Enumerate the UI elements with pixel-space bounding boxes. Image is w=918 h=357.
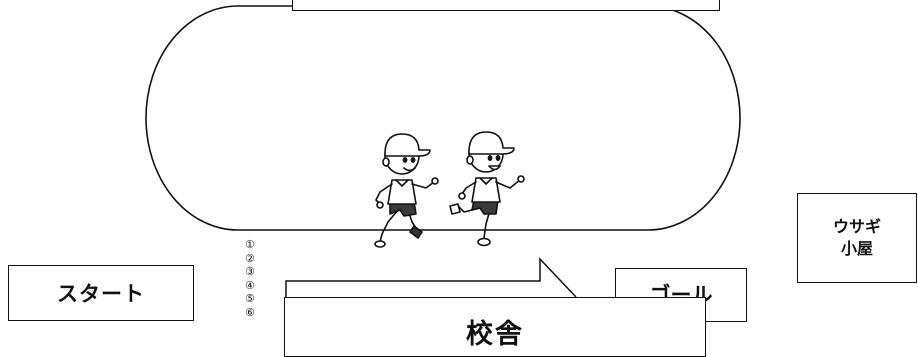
lane-number-list: ① ② ③ ④ ⑤ ⑥	[245, 238, 255, 320]
start-label-box: スタート	[8, 265, 194, 321]
runner-child-icon	[449, 131, 525, 247]
direction-arrow	[285, 257, 577, 298]
lane-number: ④	[245, 278, 255, 292]
rabbit-hutch-label-line2: 小屋	[840, 239, 873, 258]
rabbit-hutch-box: ウサギ 小屋	[797, 193, 917, 283]
lane-number: ③	[245, 265, 255, 279]
lane-number: ⑤	[245, 292, 255, 306]
top-building-box	[292, 0, 720, 11]
lane-number: ⑥	[245, 305, 255, 319]
school-building-box: 校舎	[284, 297, 706, 357]
running-track	[145, 5, 741, 231]
lane-number: ②	[245, 251, 255, 265]
school-label: 校舎	[466, 319, 524, 350]
rabbit-hutch-label-line1: ウサギ	[832, 217, 881, 236]
lane-number: ①	[245, 238, 255, 251]
runner-child-icon	[374, 133, 439, 248]
start-label: スタート	[57, 282, 145, 306]
